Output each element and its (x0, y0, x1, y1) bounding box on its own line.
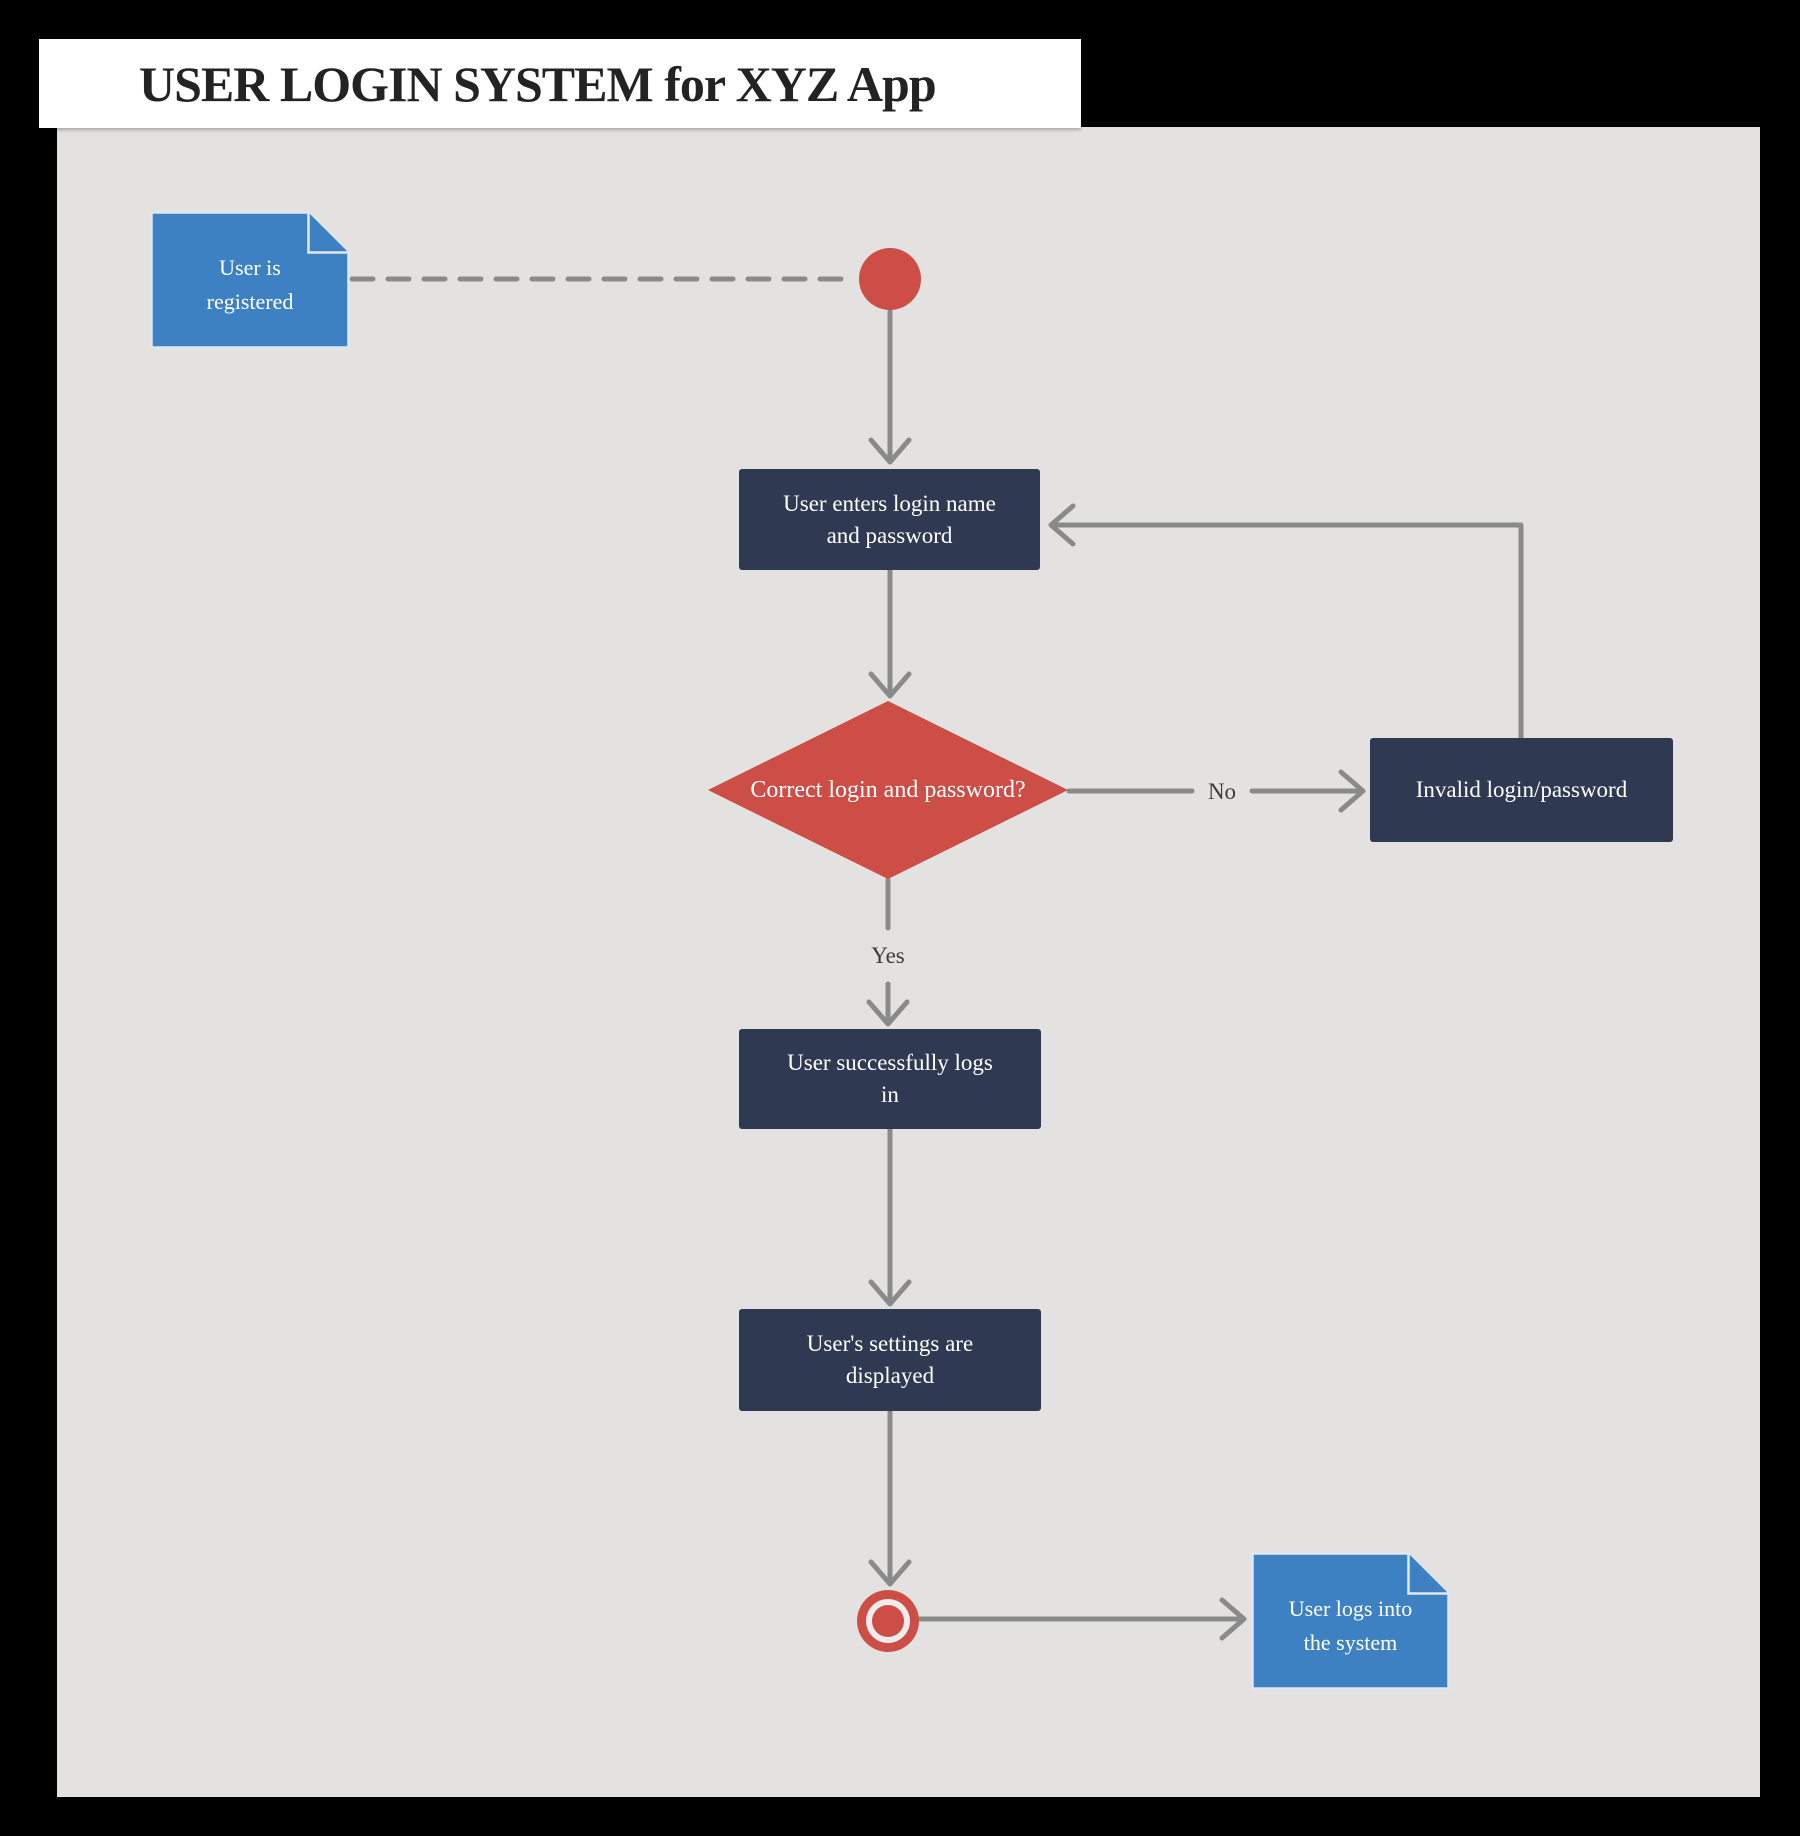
note-text: User is registered (150, 211, 350, 349)
note-line: User is (219, 255, 281, 280)
process-successful-login[interactable]: User successfully logs in (739, 1029, 1041, 1129)
note-folded-corner (1407, 1553, 1449, 1595)
note-shape (1251, 1552, 1450, 1690)
process-line: Invalid login/password (1415, 777, 1628, 802)
end-node-inner-dot (872, 1605, 904, 1637)
diagram-canvas (57, 127, 1760, 1797)
note-line: the system (1303, 1630, 1398, 1655)
process-enter-credentials[interactable]: User enters login name and password (739, 469, 1040, 570)
note-user-is-registered[interactable]: User is registered (150, 211, 350, 349)
note-page-outline (1251, 1552, 1450, 1690)
process-line: in (881, 1082, 899, 1107)
note-user-logs-in[interactable]: User logs into the system (1251, 1552, 1450, 1690)
arrowhead-into-decision (868, 671, 912, 699)
start-node-circle[interactable] (859, 248, 921, 310)
process-invalid-login[interactable]: Invalid login/password (1370, 738, 1673, 842)
note-page-outline (150, 211, 350, 349)
arrowhead-into-enter-box (868, 437, 912, 465)
note-text: User logs into the system (1251, 1552, 1450, 1690)
process-line: User successfully logs (787, 1050, 993, 1075)
note-shape (150, 211, 350, 349)
note-line: registered (206, 289, 294, 314)
arrowhead-into-enter-box-right (1048, 503, 1076, 547)
arrowhead-into-end-node (868, 1559, 912, 1587)
edge-label-no: No (1207, 779, 1237, 804)
note-line: User logs into (1288, 1596, 1413, 1621)
edge-invalid-feedback-loop (1053, 522, 1524, 740)
arrowhead-into-login-note (1219, 1597, 1247, 1641)
process-line: User enters login name (783, 490, 996, 516)
note-folded-corner (307, 212, 349, 254)
arrowhead-into-success-box (866, 999, 910, 1027)
end-node-circle[interactable] (857, 1590, 919, 1652)
page-title: USER LOGIN SYSTEM for XYZ App (139, 55, 937, 112)
process-settings-displayed[interactable]: User's settings are displayed (739, 1309, 1041, 1411)
arrowhead-into-settings-box (868, 1279, 912, 1307)
title-bar: USER LOGIN SYSTEM for XYZ App (39, 39, 1081, 128)
decision-label: Correct login and password? (750, 776, 1026, 803)
edge-label-yes: Yes (871, 943, 905, 968)
process-line: displayed (845, 1363, 935, 1388)
process-line: User's settings are (806, 1331, 974, 1356)
arrowhead-into-invalid-box (1338, 769, 1366, 813)
process-line: and password (826, 522, 953, 548)
